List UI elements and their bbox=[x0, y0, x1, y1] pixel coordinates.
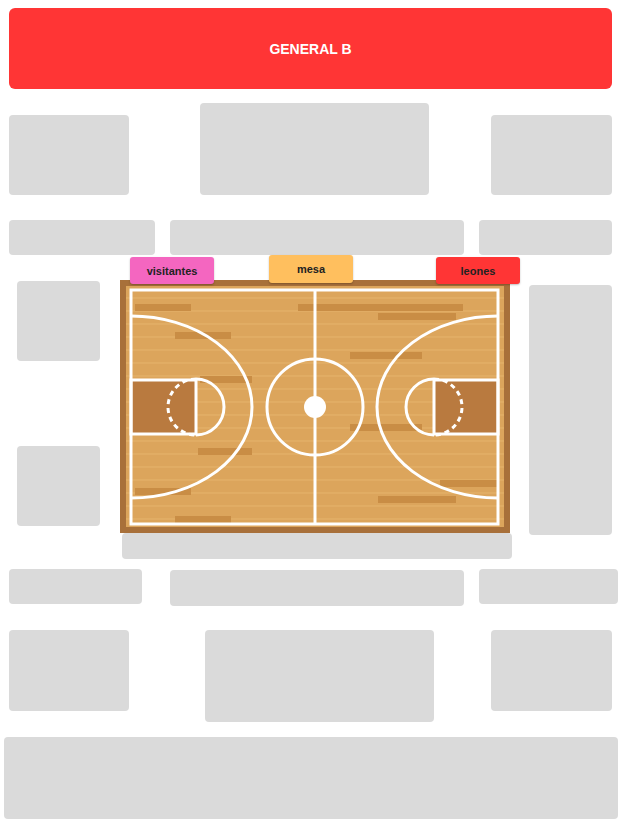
section-band: GENERAL B bbox=[9, 8, 612, 89]
node-label: visitantes bbox=[147, 265, 198, 277]
node-label: mesa bbox=[297, 263, 325, 275]
table-tag: mesa bbox=[269, 255, 353, 283]
node-label: GENERAL B bbox=[269, 41, 351, 57]
bench-tag: leones bbox=[436, 257, 520, 284]
node-label: leones bbox=[461, 265, 496, 277]
basketball-court bbox=[120, 280, 510, 533]
seating-blocks bbox=[4, 103, 618, 819]
bench-tag: visitantes bbox=[130, 257, 214, 284]
